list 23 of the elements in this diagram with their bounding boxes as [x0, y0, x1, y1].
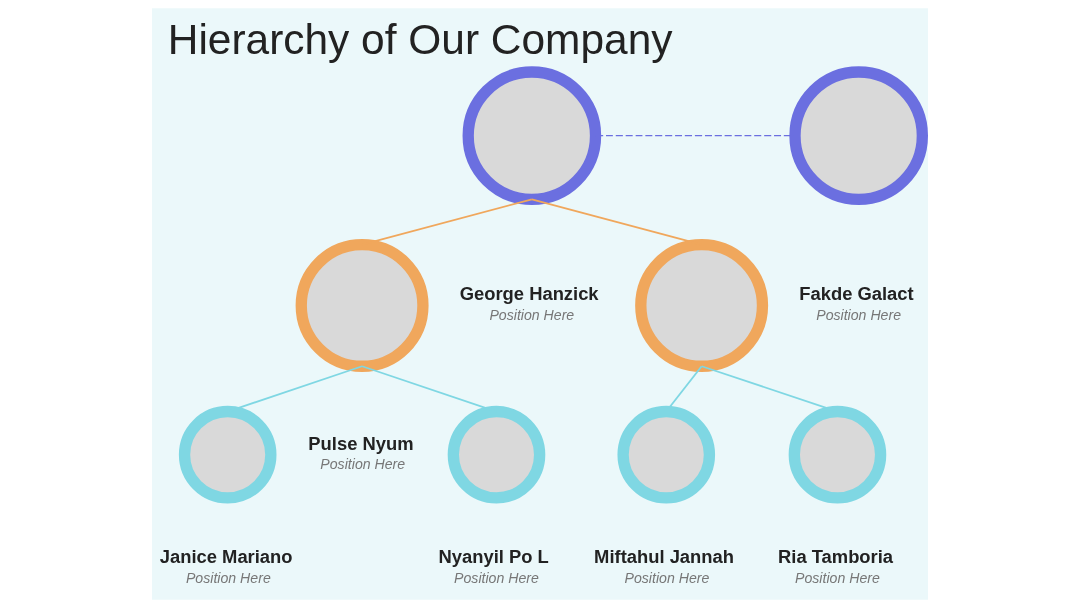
node-circle: [295, 238, 429, 372]
node-circle: [635, 238, 769, 372]
node-label: Ria Tamboria: [778, 546, 894, 568]
node-circle: [178, 405, 277, 504]
node-label: Position Here: [816, 306, 902, 323]
node-label: Position Here: [795, 569, 880, 586]
node-label: George Hanzick: [459, 283, 599, 305]
node-label: Position Here: [624, 569, 710, 586]
node-label: Janice Mariano: [159, 546, 293, 568]
node-label: Position Here: [454, 569, 539, 586]
node-label: Fakde Galact: [799, 283, 914, 305]
node-circle: [788, 405, 887, 504]
node-circle: [447, 405, 546, 504]
node-label: Miftahul Jannah: [594, 546, 734, 568]
node-circle: [789, 66, 928, 205]
node-label: Position Here: [489, 306, 575, 323]
node-label: Position Here: [320, 455, 406, 472]
node-circle: [617, 405, 716, 504]
diagram-title: Hierarchy of Our Company: [167, 15, 673, 63]
node-circle: [462, 66, 602, 205]
node-label: Nyanyil Po L: [438, 546, 549, 568]
node-label: Position Here: [185, 569, 271, 586]
node-label: Pulse Nyum: [308, 432, 414, 454]
